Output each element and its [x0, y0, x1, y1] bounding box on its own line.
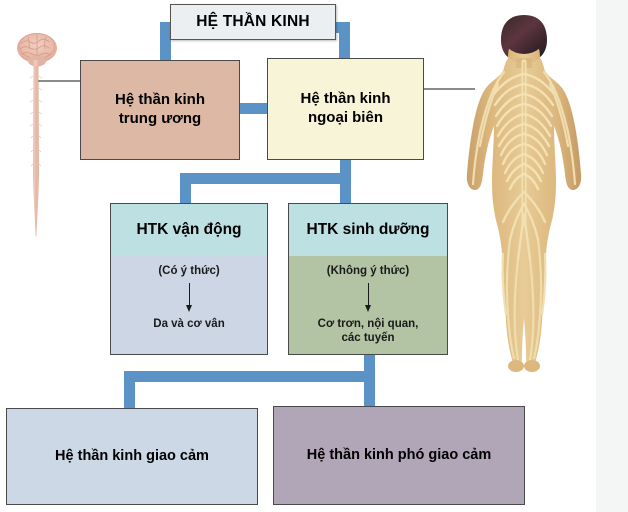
node-sympathetic-nervous-system[interactable]: Hệ thần kinh giao cảm	[6, 408, 258, 505]
node-label: Hệ thần kinh phó giao cảm	[306, 447, 492, 464]
node-nervous-system-title[interactable]: HỆ THẦN KINH	[170, 4, 336, 40]
connector-level3-bus	[180, 173, 351, 184]
brain-spinal-cord-illustration	[17, 33, 57, 240]
connector-title-to-cns-horizontal	[160, 22, 178, 33]
node-label: Hệ thần kinh giao cảm	[55, 448, 209, 465]
node-body: (Không ý thức) Cơ trơn, nội quan, các tu…	[289, 256, 447, 354]
pointer-line-pns	[423, 88, 475, 90]
down-arrow-icon	[184, 282, 194, 313]
connector-title-to-cns-vertical	[160, 22, 171, 64]
node-label-line1: Hệ thần kinh	[300, 90, 391, 108]
node-label-line2: ngoại biên	[307, 109, 383, 126]
node-label: Hệ thần kinh ngoại biên	[300, 90, 390, 128]
connector-pns-down	[340, 158, 351, 184]
node-header-label: HTK vận động	[136, 221, 242, 238]
node-label: Hệ thần kinh trung ương	[115, 91, 205, 129]
connector-level4-bus	[124, 371, 375, 382]
node-label-line2: trung ương	[118, 110, 202, 127]
node-target-line1: Cơ trơn, nội quan,	[317, 317, 419, 330]
node-label: HỆ THẦN KINH	[196, 13, 310, 31]
node-header: HTK sinh dưỡng	[289, 204, 447, 256]
connector-title-to-pns-vertical	[339, 22, 350, 64]
node-body: (Có ý thức) Da và cơ vân	[111, 256, 267, 354]
node-target-line2: các tuyến	[341, 331, 395, 344]
node-parasympathetic-nervous-system[interactable]: Hệ thần kinh phó giao cảm	[273, 406, 525, 505]
node-header: HTK vận động	[111, 204, 267, 256]
connector-cns-pns-link	[238, 103, 270, 114]
connector-bus-to-somatic	[180, 173, 191, 205]
right-gutter-strip	[596, 0, 628, 512]
node-central-nervous-system[interactable]: Hệ thần kinh trung ương	[80, 60, 240, 160]
down-arrow-icon	[363, 282, 373, 313]
human-body-nerves-illustration	[466, 15, 582, 372]
connector-bus-to-autonomic	[340, 173, 351, 205]
pointer-line-cns	[38, 80, 82, 82]
node-target-line1: Da và cơ vân	[153, 317, 225, 330]
connector-autonomic-down	[364, 353, 375, 381]
node-header-label: HTK sinh dưỡng	[306, 221, 430, 238]
node-peripheral-nervous-system[interactable]: Hệ thần kinh ngoại biên	[267, 58, 424, 160]
node-note: (Có ý thức)	[158, 265, 220, 277]
connector-bus-to-parasympathetic	[364, 371, 375, 411]
connector-bus-to-sympathetic	[124, 371, 135, 411]
node-somatic-nervous-system[interactable]: HTK vận động (Có ý thức) Da và cơ vân	[110, 203, 268, 355]
node-autonomic-nervous-system[interactable]: HTK sinh dưỡng (Không ý thức) Cơ trơn, n…	[288, 203, 448, 355]
node-note: (Không ý thức)	[326, 265, 410, 277]
node-label-line1: Hệ thần kinh	[114, 91, 205, 109]
connector-title-to-pns-horizontal	[328, 22, 350, 33]
